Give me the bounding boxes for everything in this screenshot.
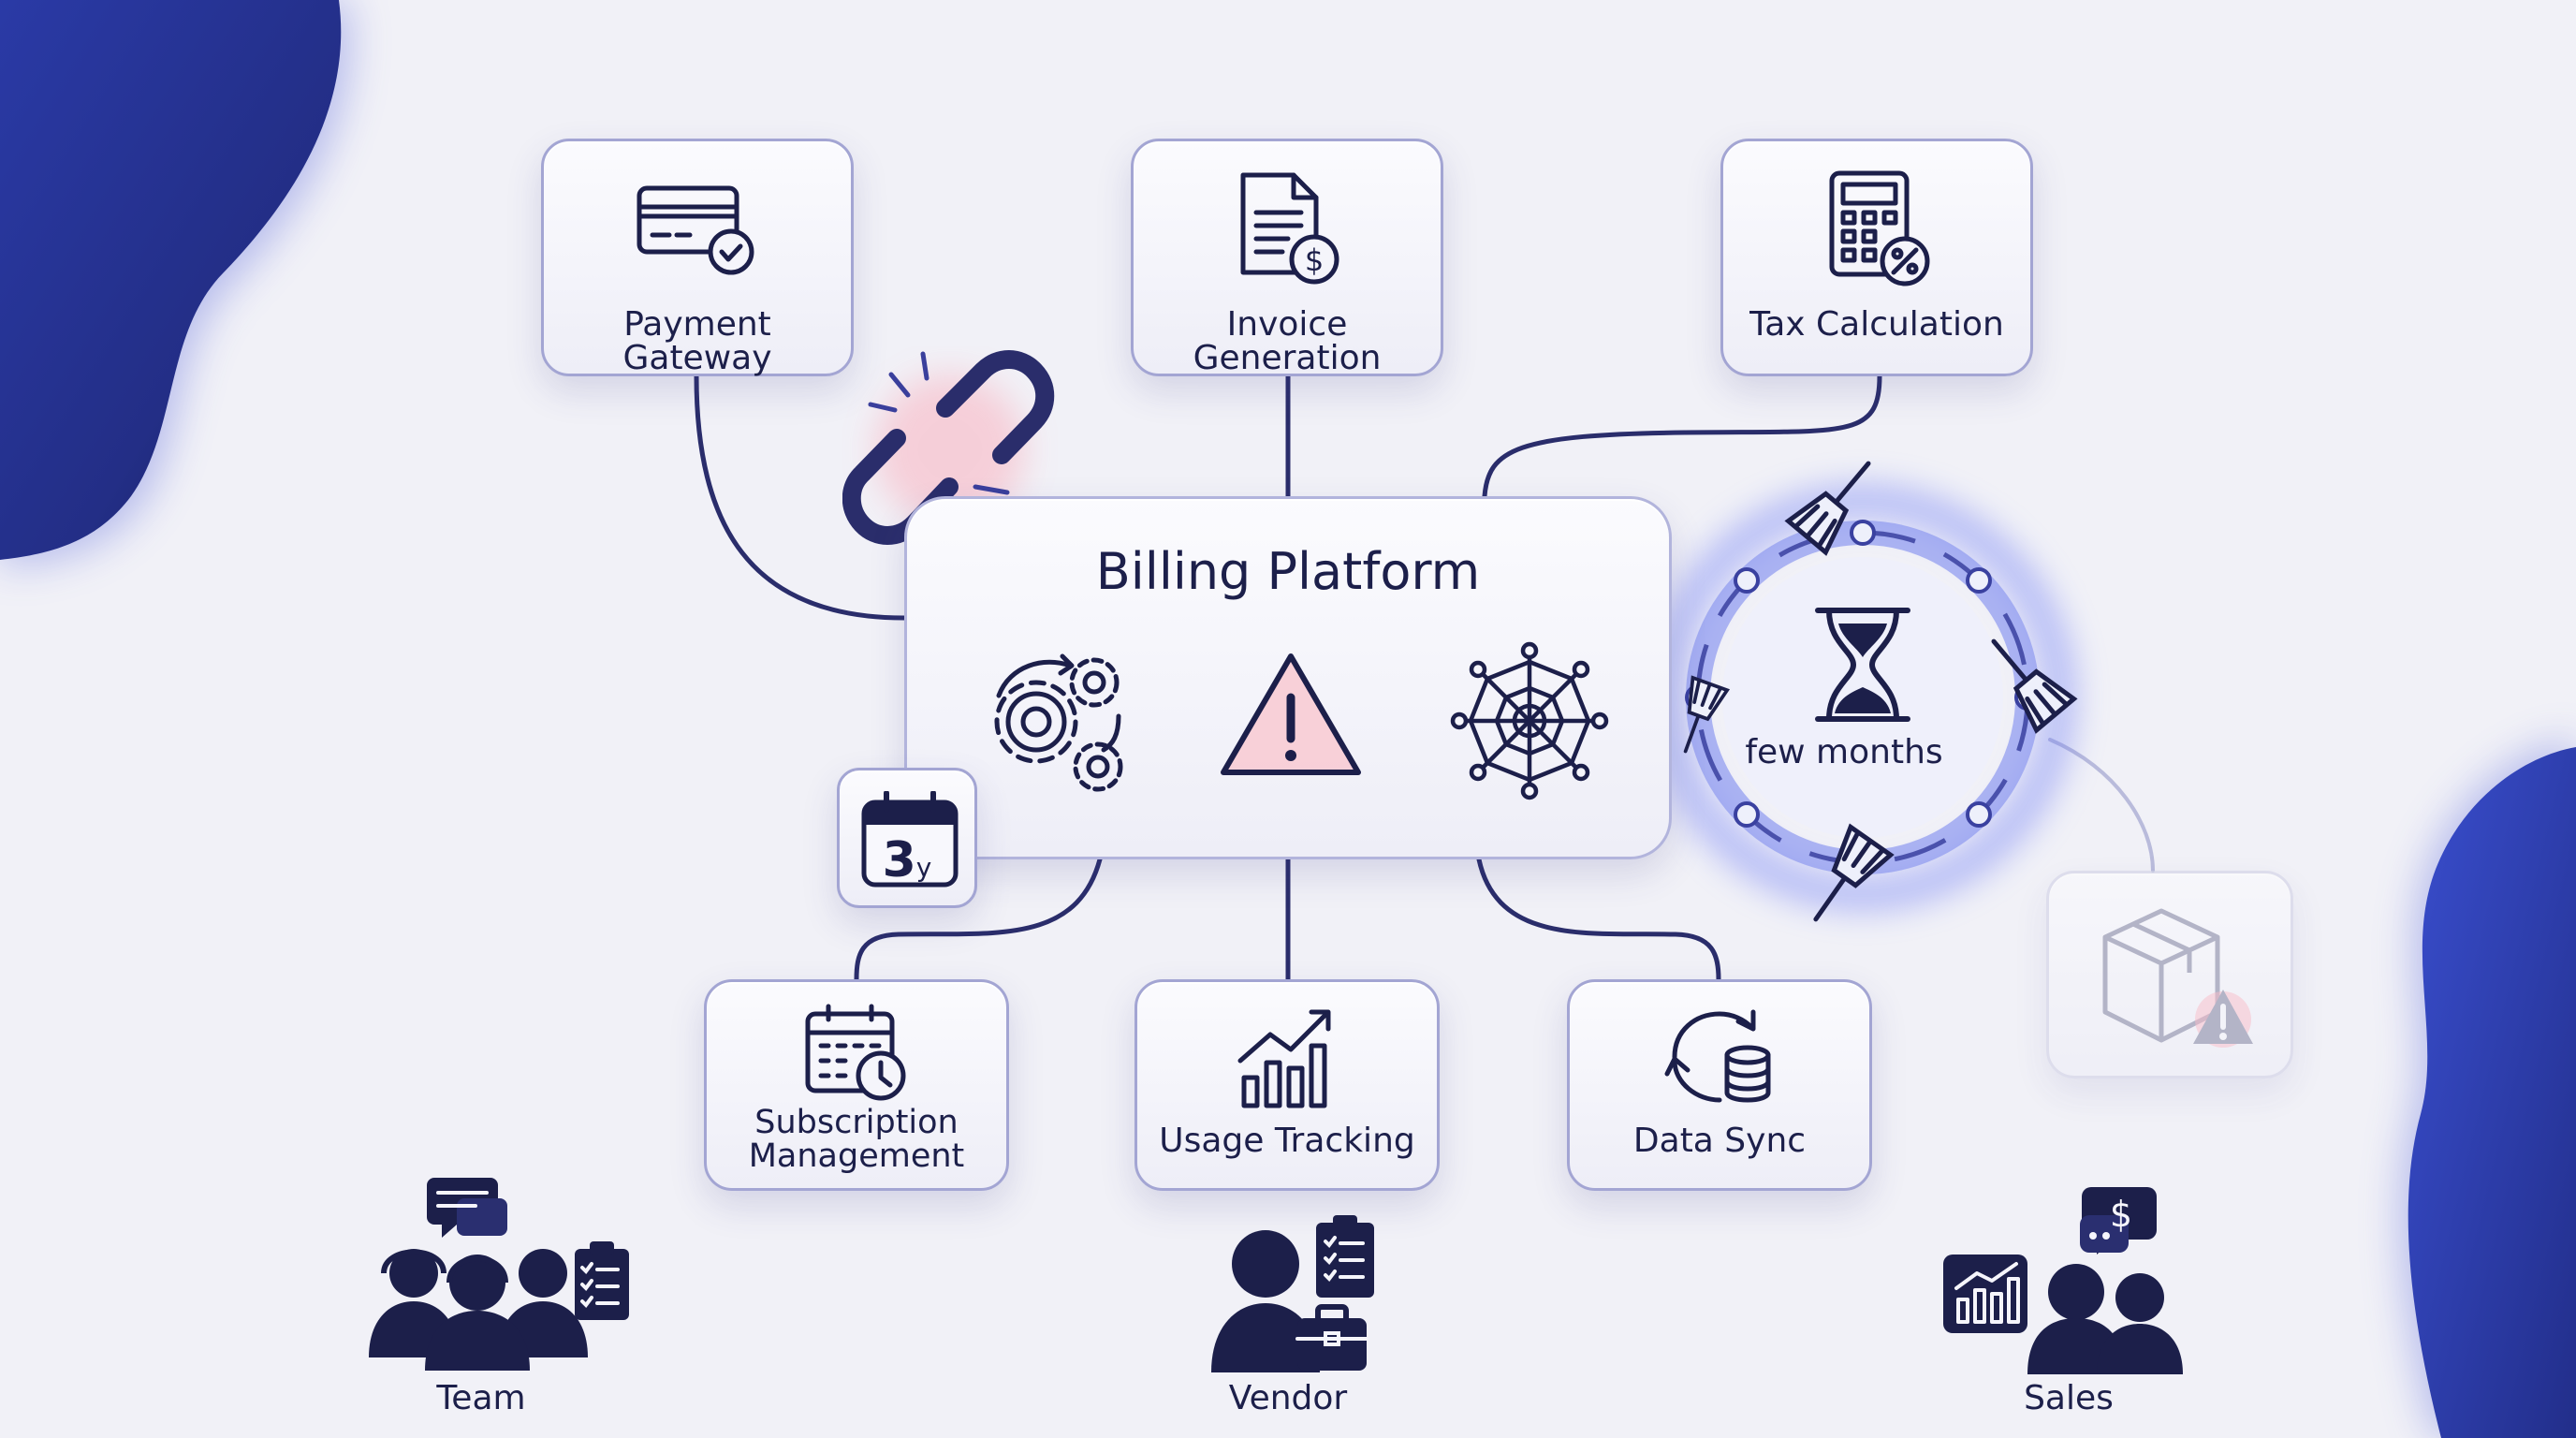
timer-label: few months	[1745, 733, 1943, 771]
calendar-badge-unit: y	[915, 852, 932, 883]
svg-text:$: $	[2110, 1194, 2132, 1235]
connector-subscription-management	[854, 857, 1103, 982]
sales-team-icon: $	[1943, 1187, 2183, 1374]
node-subscription-management[interactable]: Subscription Management	[704, 979, 1009, 1191]
decorative-blob-top-left	[0, 0, 342, 560]
faded-package-node	[2046, 871, 2293, 1078]
gears-sync-icon	[994, 653, 1123, 792]
decorative-blob-bottom-right	[2408, 747, 2576, 1438]
node-label: Data Sync	[1632, 1122, 1807, 1160]
node-usage-tracking[interactable]: Usage Tracking	[1134, 979, 1440, 1191]
node-label-line-2: Management	[748, 1137, 965, 1175]
calendar-badge-text: 3y	[840, 834, 974, 887]
svg-text:$: $	[1305, 242, 1324, 278]
connector-tax-calculation	[1482, 374, 1882, 499]
node-label: Invoice Generation	[1193, 305, 1382, 377]
calendar-clock-icon	[805, 1004, 906, 1101]
node-label: Usage Tracking	[1159, 1122, 1415, 1160]
calendar-icon	[861, 791, 959, 888]
support-team-icon	[369, 1178, 629, 1371]
calendar-badge-number: 3	[882, 832, 916, 888]
stakeholder-label: Sales	[2024, 1379, 2114, 1417]
node-data-sync[interactable]: Data Sync	[1567, 979, 1872, 1191]
broom-icon	[1991, 638, 2078, 734]
growth-chart-icon	[1237, 1009, 1331, 1108]
network-web-icon	[1450, 641, 1609, 800]
invoice-dollar-icon: $	[1240, 172, 1339, 285]
node-payment-gateway[interactable]: Payment Gateway	[541, 139, 854, 376]
hub-billing-platform[interactable]: Billing Platform	[904, 496, 1672, 859]
node-invoice-generation[interactable]: $ Invoice Generation	[1131, 139, 1443, 376]
broken-link-icon	[842, 350, 1055, 545]
hourglass-icon	[1815, 608, 1910, 722]
stakeholder-label: Team	[436, 1379, 526, 1417]
calculator-percent-icon	[1829, 170, 1930, 286]
package-warning-icon	[2102, 908, 2253, 1048]
node-label: Payment Gateway	[622, 305, 772, 377]
calendar-badge: 3y	[837, 768, 977, 908]
hub-title: Billing Platform	[1095, 542, 1481, 601]
vendor-icon	[1211, 1215, 1374, 1372]
connector-lines	[694, 374, 1882, 982]
connector-data-sync	[1476, 857, 1721, 982]
connector-faded-package	[2048, 738, 2155, 873]
sync-database-icon	[1664, 1009, 1771, 1103]
node-tax-calculation[interactable]: Tax Calculation	[1720, 139, 2033, 376]
stakeholder-label: Vendor	[1228, 1379, 1348, 1417]
node-label: Tax Calculation	[1749, 305, 2004, 344]
credit-card-check-icon	[637, 185, 754, 275]
warning-icon	[1221, 653, 1361, 775]
node-label-line-1: Subscription	[754, 1104, 959, 1141]
broom-icon	[1683, 675, 1731, 754]
connector-payment-gateway	[694, 374, 907, 621]
broom-icon	[1784, 461, 1871, 556]
broom-icon	[1813, 823, 1895, 922]
